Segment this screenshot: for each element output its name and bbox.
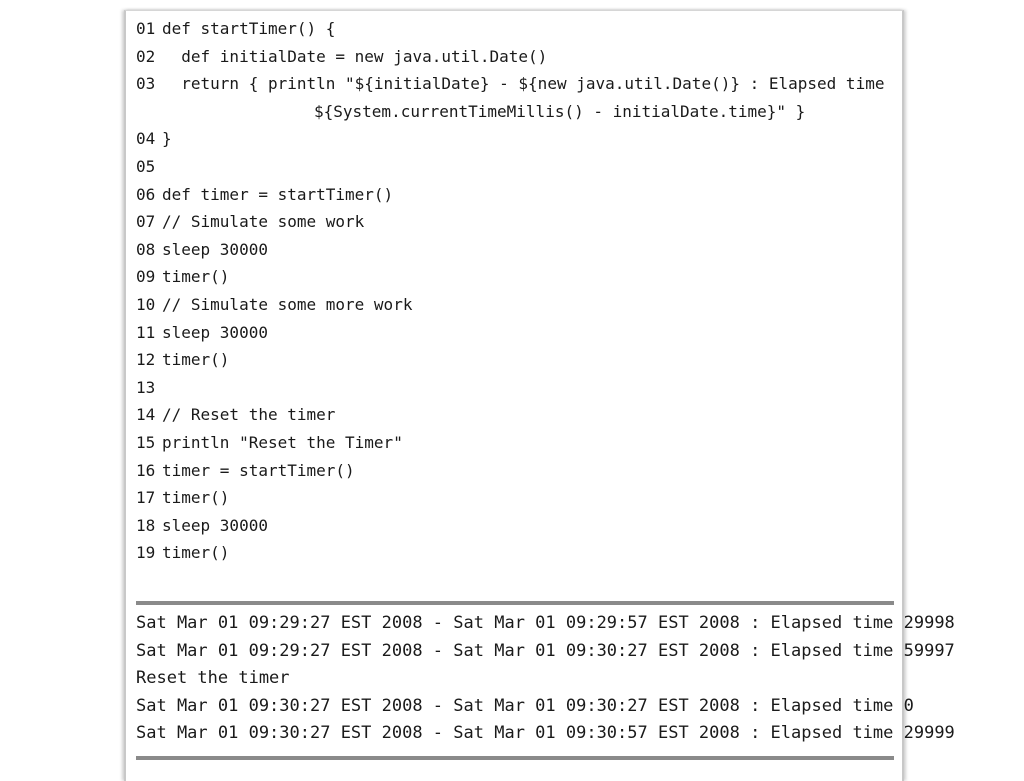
console-output: Sat Mar 01 09:29:27 EST 2008 - Sat Mar 0… — [136, 610, 955, 748]
line-number: 09 — [136, 267, 156, 287]
code-text: println "Reset the Timer" — [162, 432, 403, 452]
code-text: ${System.currentTimeMillis() - initialDa… — [314, 101, 806, 121]
line-number: 02 — [136, 46, 156, 66]
code-listing-panel: 01 def startTimer() { 02 def initialDate … — [124, 10, 955, 781]
code-block: 01 def startTimer() { 02 def initialDate … — [136, 15, 896, 567]
line-number: 17 — [136, 488, 156, 508]
code-text: // Reset the timer — [162, 405, 336, 425]
line-number: 03 — [136, 74, 156, 94]
output-line: Reset the timer — [136, 668, 290, 689]
code-line: 13 — [136, 374, 896, 402]
code-text: // Simulate some work — [162, 212, 365, 232]
code-text: timer = startTimer() — [162, 460, 355, 480]
output-divider-bottom — [136, 756, 894, 760]
line-number: 06 — [136, 184, 156, 204]
code-text: return { println "${initialDate} - ${new… — [162, 74, 885, 94]
code-line: 01 def startTimer() { — [136, 15, 896, 43]
code-text: timer() — [162, 267, 230, 287]
line-number: 18 — [136, 515, 156, 535]
line-number: 08 — [136, 239, 156, 259]
code-line: 05 — [136, 153, 896, 181]
code-text: timer() — [162, 488, 230, 508]
line-number: 19 — [136, 543, 156, 563]
code-line: 07 // Simulate some work — [136, 208, 896, 236]
code-text: timer() — [162, 350, 230, 370]
code-line: 18 sleep 30000 — [136, 512, 896, 540]
output-divider-top — [136, 601, 894, 605]
output-line: Sat Mar 01 09:29:27 EST 2008 - Sat Mar 0… — [136, 640, 955, 661]
line-number: 11 — [136, 322, 156, 342]
line-number: 15 — [136, 432, 156, 452]
code-text: timer() — [162, 543, 230, 563]
code-line: 15 println "Reset the Timer" — [136, 429, 896, 457]
line-number: 10 — [136, 294, 156, 314]
code-text: sleep 30000 — [162, 239, 268, 259]
code-text: // Simulate some more work — [162, 294, 413, 314]
line-number: 13 — [136, 377, 156, 397]
code-line: 11 sleep 30000 — [136, 319, 896, 347]
code-line: 17 timer() — [136, 484, 896, 512]
output-line: Sat Mar 01 09:30:27 EST 2008 - Sat Mar 0… — [136, 723, 955, 744]
line-number: 07 — [136, 212, 156, 232]
code-line: 16 timer = startTimer() — [136, 457, 896, 485]
code-line-continuation: ${System.currentTimeMillis() - initialDa… — [136, 98, 896, 126]
code-text: def startTimer() { — [162, 19, 336, 38]
line-number: 05 — [136, 156, 156, 176]
line-number: 14 — [136, 405, 156, 425]
code-text: sleep 30000 — [162, 515, 268, 535]
code-text: sleep 30000 — [162, 322, 268, 342]
code-text: } — [162, 129, 172, 149]
code-line: 12 timer() — [136, 346, 896, 374]
code-line: 03 return { println "${initialDate} - ${… — [136, 70, 896, 98]
line-number: 04 — [136, 129, 156, 149]
code-line: 06 def timer = startTimer() — [136, 181, 896, 209]
code-line: 09 timer() — [136, 263, 896, 291]
code-line: 19 timer() — [136, 539, 896, 567]
code-line: 04} — [136, 125, 896, 153]
code-line: 10 // Simulate some more work — [136, 291, 896, 319]
code-line: 08 sleep 30000 — [136, 236, 896, 264]
code-line: 02 def initialDate = new java.util.Date(… — [136, 43, 896, 71]
line-number: 01 — [136, 19, 156, 38]
output-line: Sat Mar 01 09:30:27 EST 2008 - Sat Mar 0… — [136, 695, 914, 716]
line-number: 12 — [136, 350, 156, 370]
code-text: def timer = startTimer() — [162, 184, 394, 204]
line-number: 16 — [136, 460, 156, 480]
code-text: def initialDate = new java.util.Date() — [162, 46, 548, 66]
code-line: 14 // Reset the timer — [136, 401, 896, 429]
output-line: Sat Mar 01 09:29:27 EST 2008 - Sat Mar 0… — [136, 613, 955, 633]
